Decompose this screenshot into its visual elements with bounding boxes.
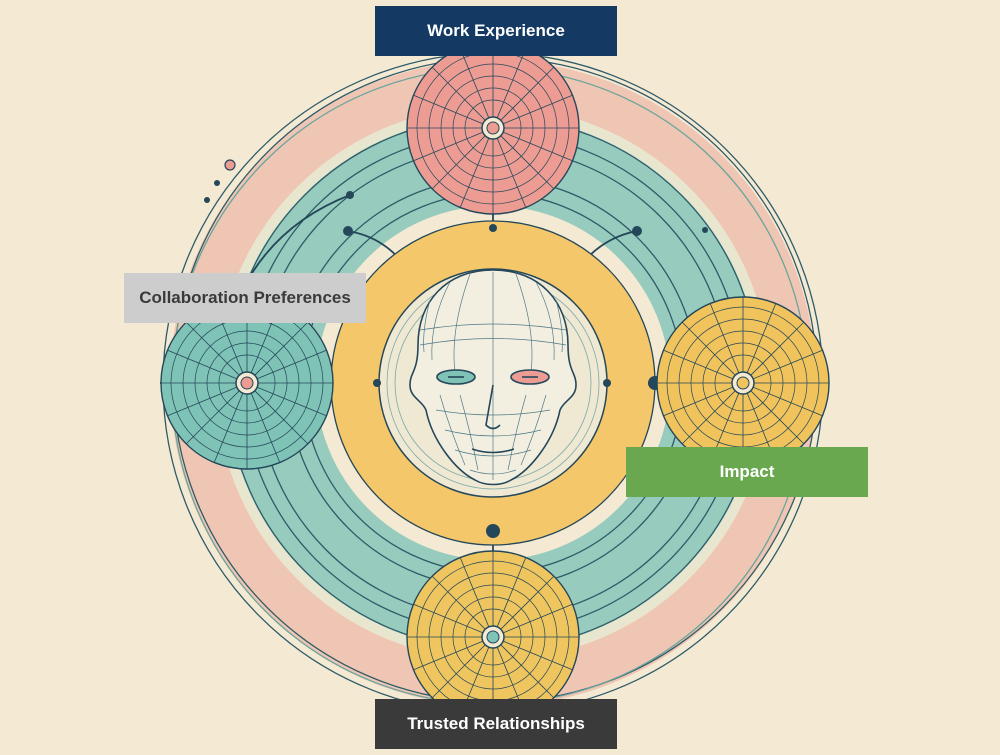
work-experience-label: Work Experience (375, 6, 617, 56)
work-experience-node (406, 41, 580, 215)
collaboration-preferences-node (160, 296, 334, 470)
head-icon (409, 269, 577, 486)
impact-node (656, 296, 830, 470)
impact-label: Impact (626, 447, 868, 497)
trusted-relationships-node (406, 550, 580, 724)
trusted-relationships-label: Trusted Relationships (375, 699, 617, 749)
yellow-ring (331, 221, 655, 545)
collaboration-preferences-label: Collaboration Preferences (124, 273, 366, 323)
